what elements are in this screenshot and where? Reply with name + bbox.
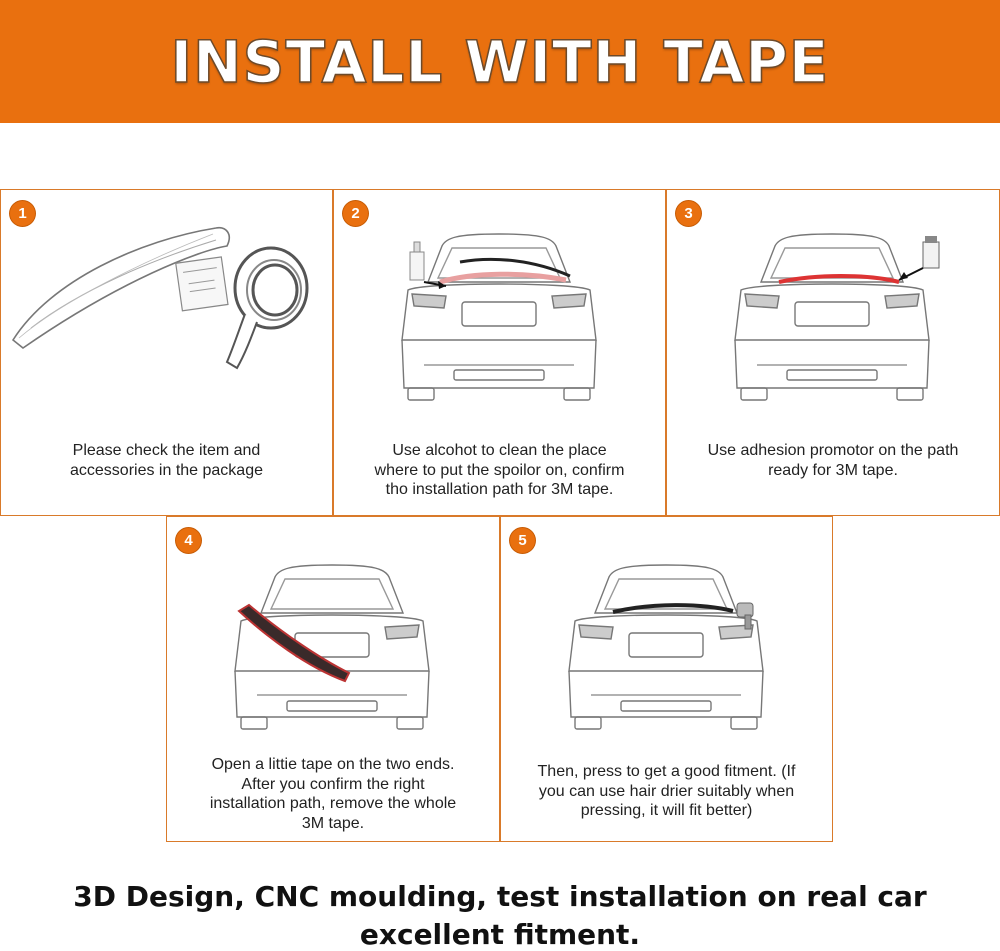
spoiler-kit-illustration [11, 226, 309, 370]
footer-tagline: 3D Design, CNC moulding, test installati… [73, 880, 927, 913]
step-text-line: ready for 3M tape. [768, 461, 898, 479]
promoter-packet-icon [175, 256, 229, 312]
page-title: INSTALL WITH TAPE [170, 27, 830, 97]
step-description: Open a littie tape on the two ends. Afte… [173, 755, 493, 833]
promoter-can-icon [922, 236, 940, 269]
step-text-line: accessories in the package [70, 461, 263, 479]
spoiler-blade-icon [11, 226, 231, 349]
step-text-line: tho installation path for 3M tape. [385, 481, 614, 498]
step-text-line: Please check the item and [72, 442, 261, 459]
car-promoter-illustration [734, 233, 940, 401]
step-number-badge: 2 [343, 201, 368, 226]
hair-drier-icon [736, 602, 754, 630]
step-number-badge: 1 [10, 201, 35, 226]
step-text-line: Use alcohot to clean the place [392, 442, 607, 459]
step-number-badge: 3 [676, 201, 701, 226]
step-text-line: pressing, it will fit better) [580, 802, 753, 819]
header-banner: INSTALL WITH TAPE [0, 0, 1000, 123]
step-card-4: 4 Open a littie tape on the two ends. Af… [166, 516, 500, 842]
step-description: Please check the item and accessories in… [7, 441, 326, 480]
car-spoiler-tilted-illustration [234, 564, 430, 730]
car-rear-icon [234, 564, 430, 730]
spoiler-mounted-icon [612, 603, 734, 614]
step-description: Use adhesion promotor on the path ready … [673, 441, 993, 480]
car-press-illustration [568, 564, 764, 730]
spoiler-tilted-icon [237, 603, 351, 683]
step-text-line: installation path, remove the whole [209, 795, 457, 812]
footer-tagline-2: excellent fitment. [359, 918, 641, 951]
step-text-line: you can use hair drier suitably when [538, 782, 795, 800]
step-card-1: 1 Please check the item and accessories … [0, 189, 333, 516]
step-number-badge: 4 [176, 528, 201, 553]
step-text-line: Then, press to get a good fitment. (If [537, 763, 796, 780]
step-text-line: 3M tape. [301, 814, 365, 832]
step-text-line: where to put the spoilor on, confirm [374, 461, 625, 479]
car-rear-icon [568, 564, 764, 730]
step-card-5: 5 Then, press to get a good fitment. (If… [500, 516, 833, 842]
adhesion-path-icon [778, 274, 900, 284]
alcohol-bottle-icon [409, 241, 425, 281]
car-rear-icon [734, 233, 930, 401]
step-description: Use alcohot to clean the place where to … [340, 441, 659, 500]
car-rear-icon [401, 233, 597, 401]
step-text-line: After you confirm the right [241, 775, 425, 793]
step-number-badge: 5 [510, 528, 535, 553]
car-clean-illustration [401, 233, 597, 401]
step-description: Then, press to get a good fitment. (If y… [507, 762, 826, 821]
step-text-line: Use adhesion promotor on the path [707, 442, 959, 459]
step-card-3: 3 Use adhesion promotor on the path read… [666, 189, 1000, 516]
tape-roll-icon [225, 246, 309, 370]
step-card-2: 2 Use alcohot to clean the place where t… [333, 189, 666, 516]
spoiler-outline-icon [459, 257, 571, 278]
step-text-line: Open a littie tape on the two ends. [211, 756, 455, 773]
